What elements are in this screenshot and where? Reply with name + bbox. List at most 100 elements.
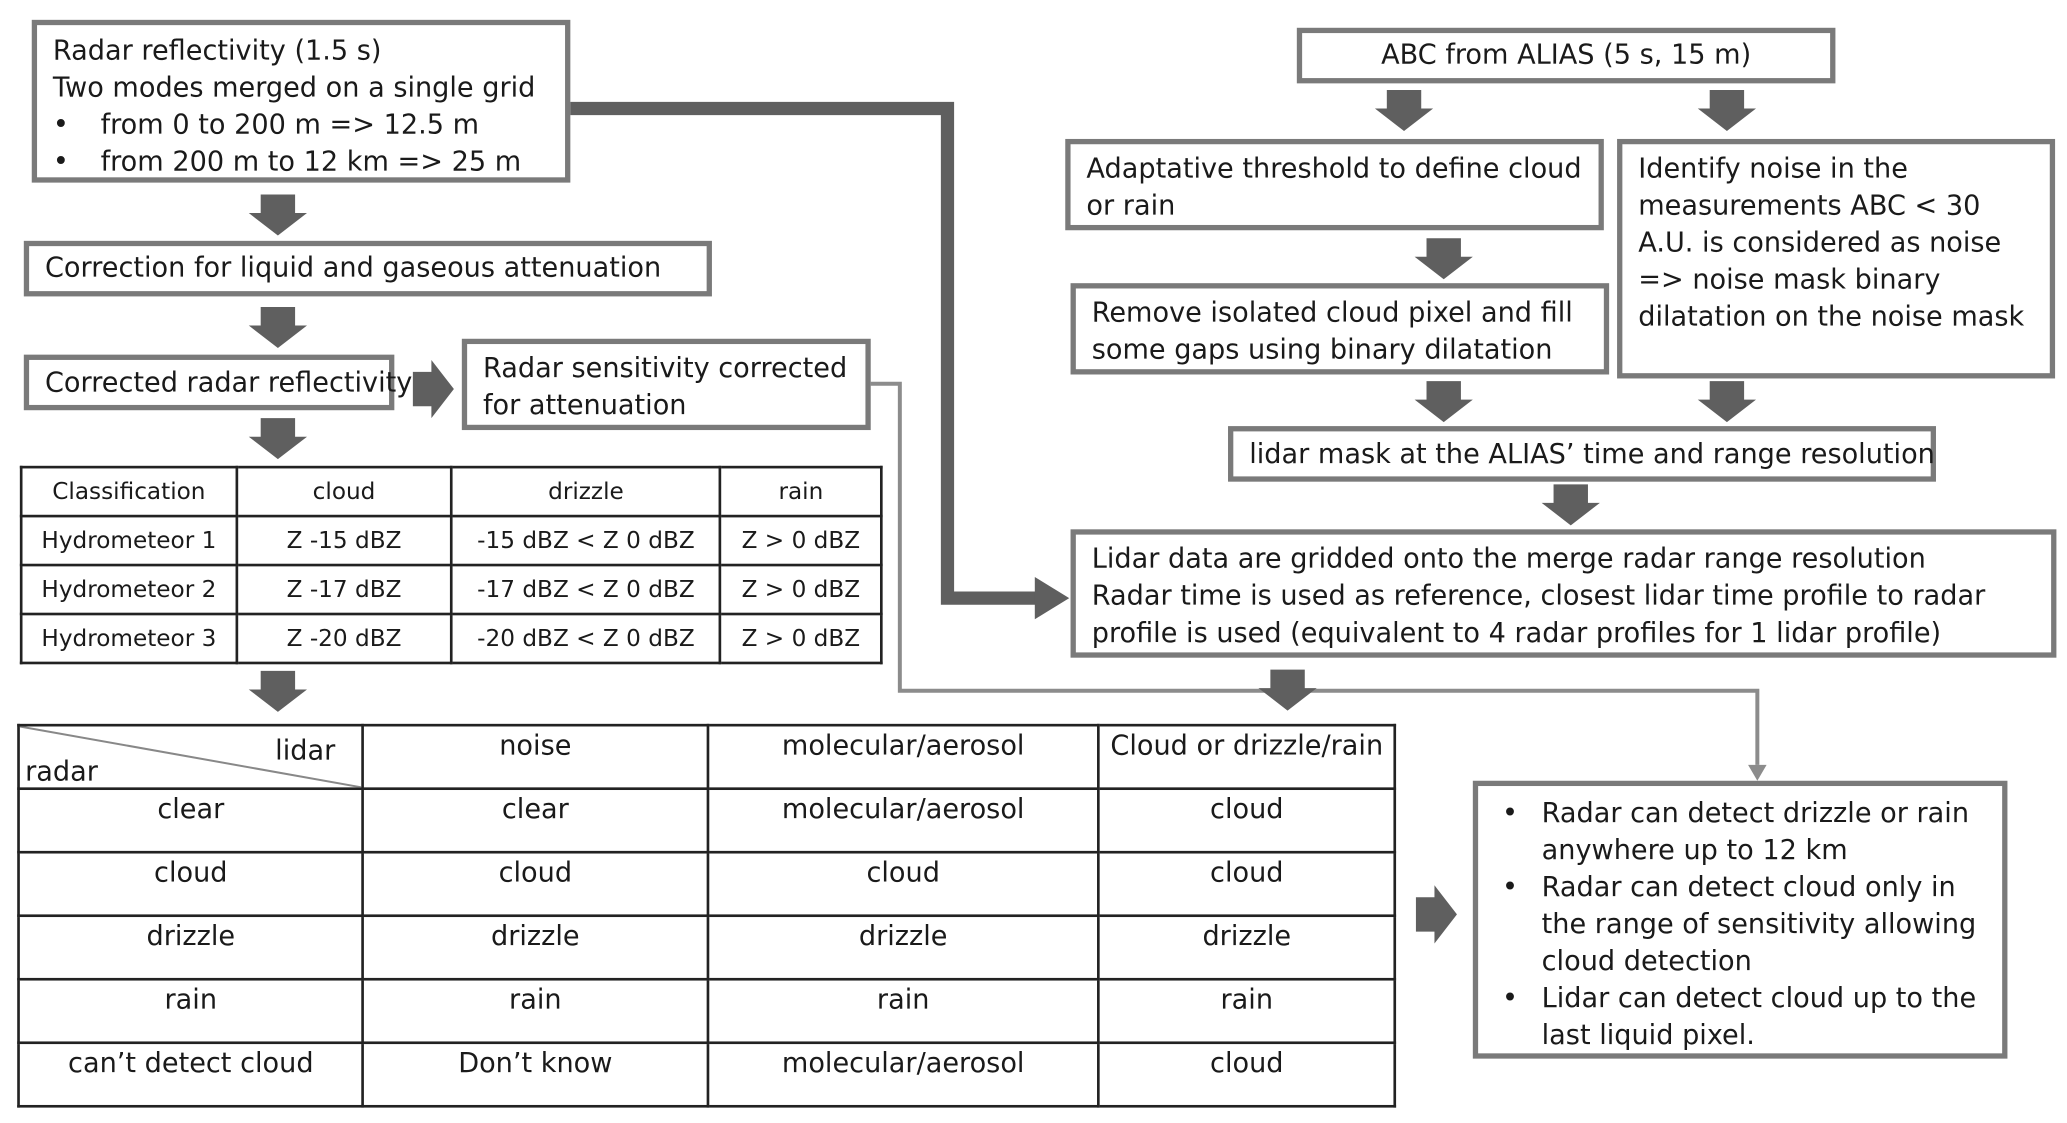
combination-header-cell: Cloud or drizzle/rain: [1097, 723, 1397, 791]
corner-radar-label: radar: [25, 755, 98, 788]
table-row: Hydrometeor 2 Z -17 dBZ -17 dBZ < Z 0 dB…: [19, 563, 883, 616]
table-cell: rain: [706, 977, 1101, 1045]
table-cell: Z > 0 dBZ: [719, 612, 883, 665]
table-row: Hydrometeor 3 Z -20 dBZ -20 dBZ < Z 0 dB…: [19, 612, 883, 665]
combination-table: lidar radar noise molecular/aerosol Clou…: [17, 723, 1397, 1108]
sensitivity-to-notes-arrowhead: [1748, 764, 1767, 781]
threshold-header-cell: rain: [719, 465, 883, 518]
note-bullet-1: Radar can detect drizzle or rain anywher…: [1491, 794, 1989, 868]
table-row: cloud cloud cloud cloud: [17, 850, 1397, 918]
attenuation-correction-box: Correction for liquid and gaseous attenu…: [23, 240, 712, 297]
table-row: Hydrometeor 1 Z -15 dBZ -15 dBZ < Z 0 dB…: [19, 514, 883, 567]
notes-box: Radar can detect drizzle or rain anywher…: [1472, 780, 2008, 1059]
table-cell: Z > 0 dBZ: [719, 514, 883, 567]
radar-sensitivity-text: Radar sensitivity corrected for attenuat…: [483, 351, 848, 421]
adaptive-threshold-box: Adaptative threshold to define cloud or …: [1065, 138, 1604, 231]
remove-isolated-text: Remove isolated cloud pixel and fill som…: [1091, 296, 1573, 366]
abc-box: ABC from ALIAS (5 s, 15 m): [1296, 27, 1836, 84]
down-arrow-3: [248, 418, 308, 460]
table-cell: cloud: [1097, 1041, 1397, 1108]
table-cell: clear: [361, 787, 709, 854]
table-cell: Z -20 dBZ: [235, 612, 453, 665]
table-cell: rain: [361, 977, 709, 1045]
table-row: drizzle drizzle drizzle drizzle: [17, 914, 1397, 981]
table-cell: -15 dBZ < Z 0 dBZ: [450, 514, 722, 567]
right-arrow-sensitivity: [412, 359, 454, 419]
threshold-table-header: Classification cloud drizzle rain: [19, 465, 883, 518]
corner-cell: lidar radar: [17, 723, 365, 791]
down-arrow-mask: [1541, 484, 1600, 526]
table-cell: -20 dBZ < Z 0 dBZ: [450, 612, 722, 665]
sensitivity-to-notes-line: [868, 381, 1760, 765]
lidar-mask-box: lidar mask at the ALIAS’ time and range …: [1228, 426, 1936, 482]
table-cell: cloud: [17, 850, 365, 918]
table-cell: molecular/aerosol: [706, 1041, 1101, 1108]
gridding-line-1: Lidar data are gridded onto the merge ra…: [1091, 542, 1926, 575]
radar-reflectivity-box: Radar reflectivity (1.5 s) Two modes mer…: [31, 19, 571, 183]
corrected-reflectivity-box: Corrected radar reflectivity: [23, 354, 413, 411]
down-arrow-threshold: [1414, 238, 1473, 280]
gridding-box: Lidar data are gridded onto the merge ra…: [1070, 529, 2057, 658]
remove-isolated-box: Remove isolated cloud pixel and fill som…: [1070, 283, 1610, 375]
note-bullet-3: Lidar can detect cloud up to the last li…: [1491, 979, 1989, 1053]
radar-modes-text: Two modes merged on a single grid: [52, 71, 536, 104]
note-bullet-2: Radar can detect cloud only in the range…: [1491, 868, 1989, 979]
down-arrow-2: [248, 307, 308, 349]
down-arrow-abc-right: [1697, 89, 1757, 132]
table-cell: drizzle: [1097, 914, 1397, 981]
table-row: can’t detect cloud Don’t know molecular/…: [17, 1041, 1397, 1108]
mode-bullet-1: from 0 to 200 m => 12.5 m: [53, 106, 549, 143]
table-cell: clear: [17, 787, 365, 854]
corner-diagonal: [20, 726, 362, 787]
attenuation-correction-text: Correction for liquid and gaseous attenu…: [44, 251, 662, 284]
gridding-line-2: Radar time is used as reference, closest…: [1091, 579, 1986, 649]
table-cell: drizzle: [706, 914, 1101, 981]
threshold-table: Classification cloud drizzle rain Hydrom…: [19, 465, 883, 665]
table-cell: Z -17 dBZ: [235, 563, 453, 616]
table-cell: -17 dBZ < Z 0 dBZ: [450, 563, 722, 616]
table-cell: Hydrometeor 1: [19, 514, 238, 567]
down-arrow-4: [248, 670, 308, 712]
radar-to-gridding-arrowhead: [1034, 576, 1070, 620]
combination-header-cell: molecular/aerosol: [706, 723, 1101, 791]
threshold-header-cell: drizzle: [450, 465, 722, 518]
table-cell: drizzle: [361, 914, 709, 981]
noise-text: Identify noise in the measurements ABC <…: [1638, 152, 2025, 333]
threshold-header-cell: cloud: [235, 465, 453, 518]
corrected-reflectivity-text: Corrected radar reflectivity: [44, 366, 413, 399]
combination-header-cell: noise: [361, 723, 709, 791]
lidar-mask-text: lidar mask at the ALIAS’ time and range …: [1249, 438, 1935, 470]
table-cell: drizzle: [17, 914, 365, 981]
table-cell: cloud: [1097, 850, 1397, 918]
table-cell: Hydrometeor 3: [19, 612, 238, 665]
table-row: rain rain rain rain: [17, 977, 1397, 1045]
table-cell: cloud: [1097, 787, 1397, 854]
down-arrow-1: [248, 194, 308, 236]
radar-to-gridding-arrow: [569, 101, 1041, 605]
radar-sensitivity-box: Radar sensitivity corrected for attenuat…: [461, 338, 871, 431]
table-cell: rain: [17, 977, 365, 1045]
down-arrow-noise: [1697, 381, 1757, 423]
radar-reflectivity-title: Radar reflectivity (1.5 s): [52, 34, 382, 67]
table-cell: rain: [1097, 977, 1397, 1045]
table-cell: cloud: [706, 850, 1101, 918]
noise-box: Identify noise in the measurements ABC <…: [1617, 138, 2056, 379]
table-cell: Hydrometeor 2: [19, 563, 238, 616]
down-arrow-abc-left: [1374, 89, 1434, 132]
down-arrow-gridding: [1258, 669, 1317, 711]
abc-text: ABC from ALIAS (5 s, 15 m): [1381, 38, 1752, 71]
table-cell: can’t detect cloud: [17, 1041, 365, 1108]
table-cell: Don’t know: [361, 1041, 709, 1108]
corner-lidar-label: lidar: [275, 734, 336, 767]
threshold-header-cell: Classification: [19, 465, 238, 518]
adaptive-threshold-text: Adaptative threshold to define cloud or …: [1086, 152, 1582, 221]
down-arrow-remove: [1414, 381, 1473, 423]
table-row: clear clear molecular/aerosol cloud: [17, 787, 1397, 854]
table-cell: Z > 0 dBZ: [719, 563, 883, 616]
table-cell: molecular/aerosol: [706, 787, 1101, 854]
table-cell: Z -15 dBZ: [235, 514, 453, 567]
combination-table-header: lidar radar noise molecular/aerosol Clou…: [17, 723, 1397, 791]
right-arrow-notes: [1415, 885, 1457, 944]
table-cell: cloud: [361, 850, 709, 918]
